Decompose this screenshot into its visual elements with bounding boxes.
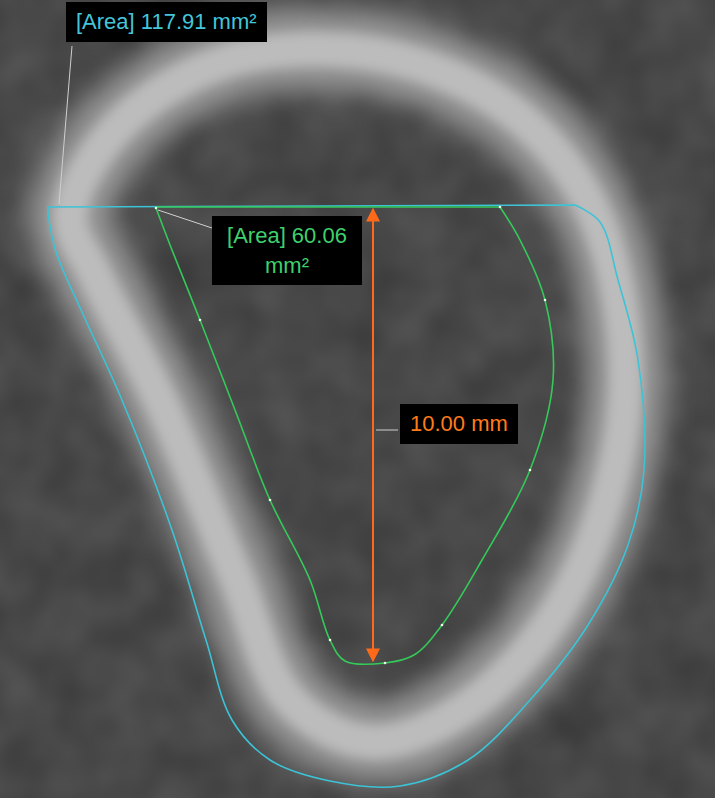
distance-line [372,209,374,661]
contour-point [384,662,387,665]
inner-area-contour [156,207,554,664]
contour-points [155,206,547,665]
contour-point [199,319,202,322]
contour-point [441,624,444,627]
area-readout: [Area] 60.06 mm² [212,216,362,285]
contour-point [499,206,502,209]
bone-ring-core [70,49,626,742]
contour-point [155,207,158,210]
leader-line [158,210,212,228]
contour-point [329,639,332,642]
contour-point [544,299,547,302]
leader-line [376,430,398,431]
contour-point [529,469,532,472]
area-readout: [Area] 117.91 mm² [66,2,267,42]
bone-ring [70,49,626,742]
outer-area-contour [48,205,645,787]
distance-readout: 10.00 mm [400,404,518,444]
contour-point [269,499,272,502]
leader-line [59,46,72,204]
